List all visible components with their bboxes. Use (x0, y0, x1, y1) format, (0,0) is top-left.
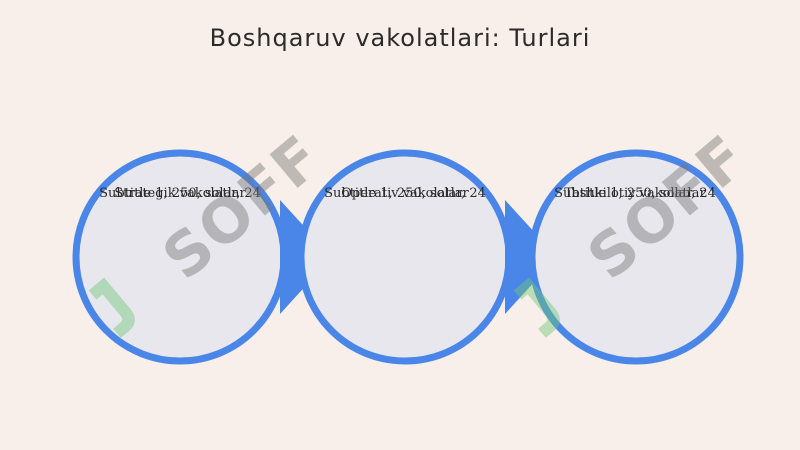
step-3-title: Tashkilotiy vakolatlar (564, 186, 706, 201)
slide-title: Boshqaruv vakolatlari: Turlari (209, 24, 591, 52)
step-3-circle (528, 149, 744, 365)
step-3-subtitle: Subtitle 1, 250, solar, 24 (554, 186, 716, 201)
step-1-title: Strategik vakolatlar (114, 186, 246, 201)
step-2-node (297, 149, 557, 365)
step-2-subtitle: Subtitle 1, 250, solar, 24 (324, 186, 486, 201)
step-2-circle (297, 149, 513, 365)
step-1-subtitle: Subtitle 1, 250, solar, 24 (99, 186, 261, 201)
step-3-node (528, 149, 744, 365)
step-2-title: Operativ vakolatlar (341, 186, 469, 201)
watermark-logo-icon (88, 277, 135, 338)
watermark-logo-icon-2 (513, 277, 560, 338)
